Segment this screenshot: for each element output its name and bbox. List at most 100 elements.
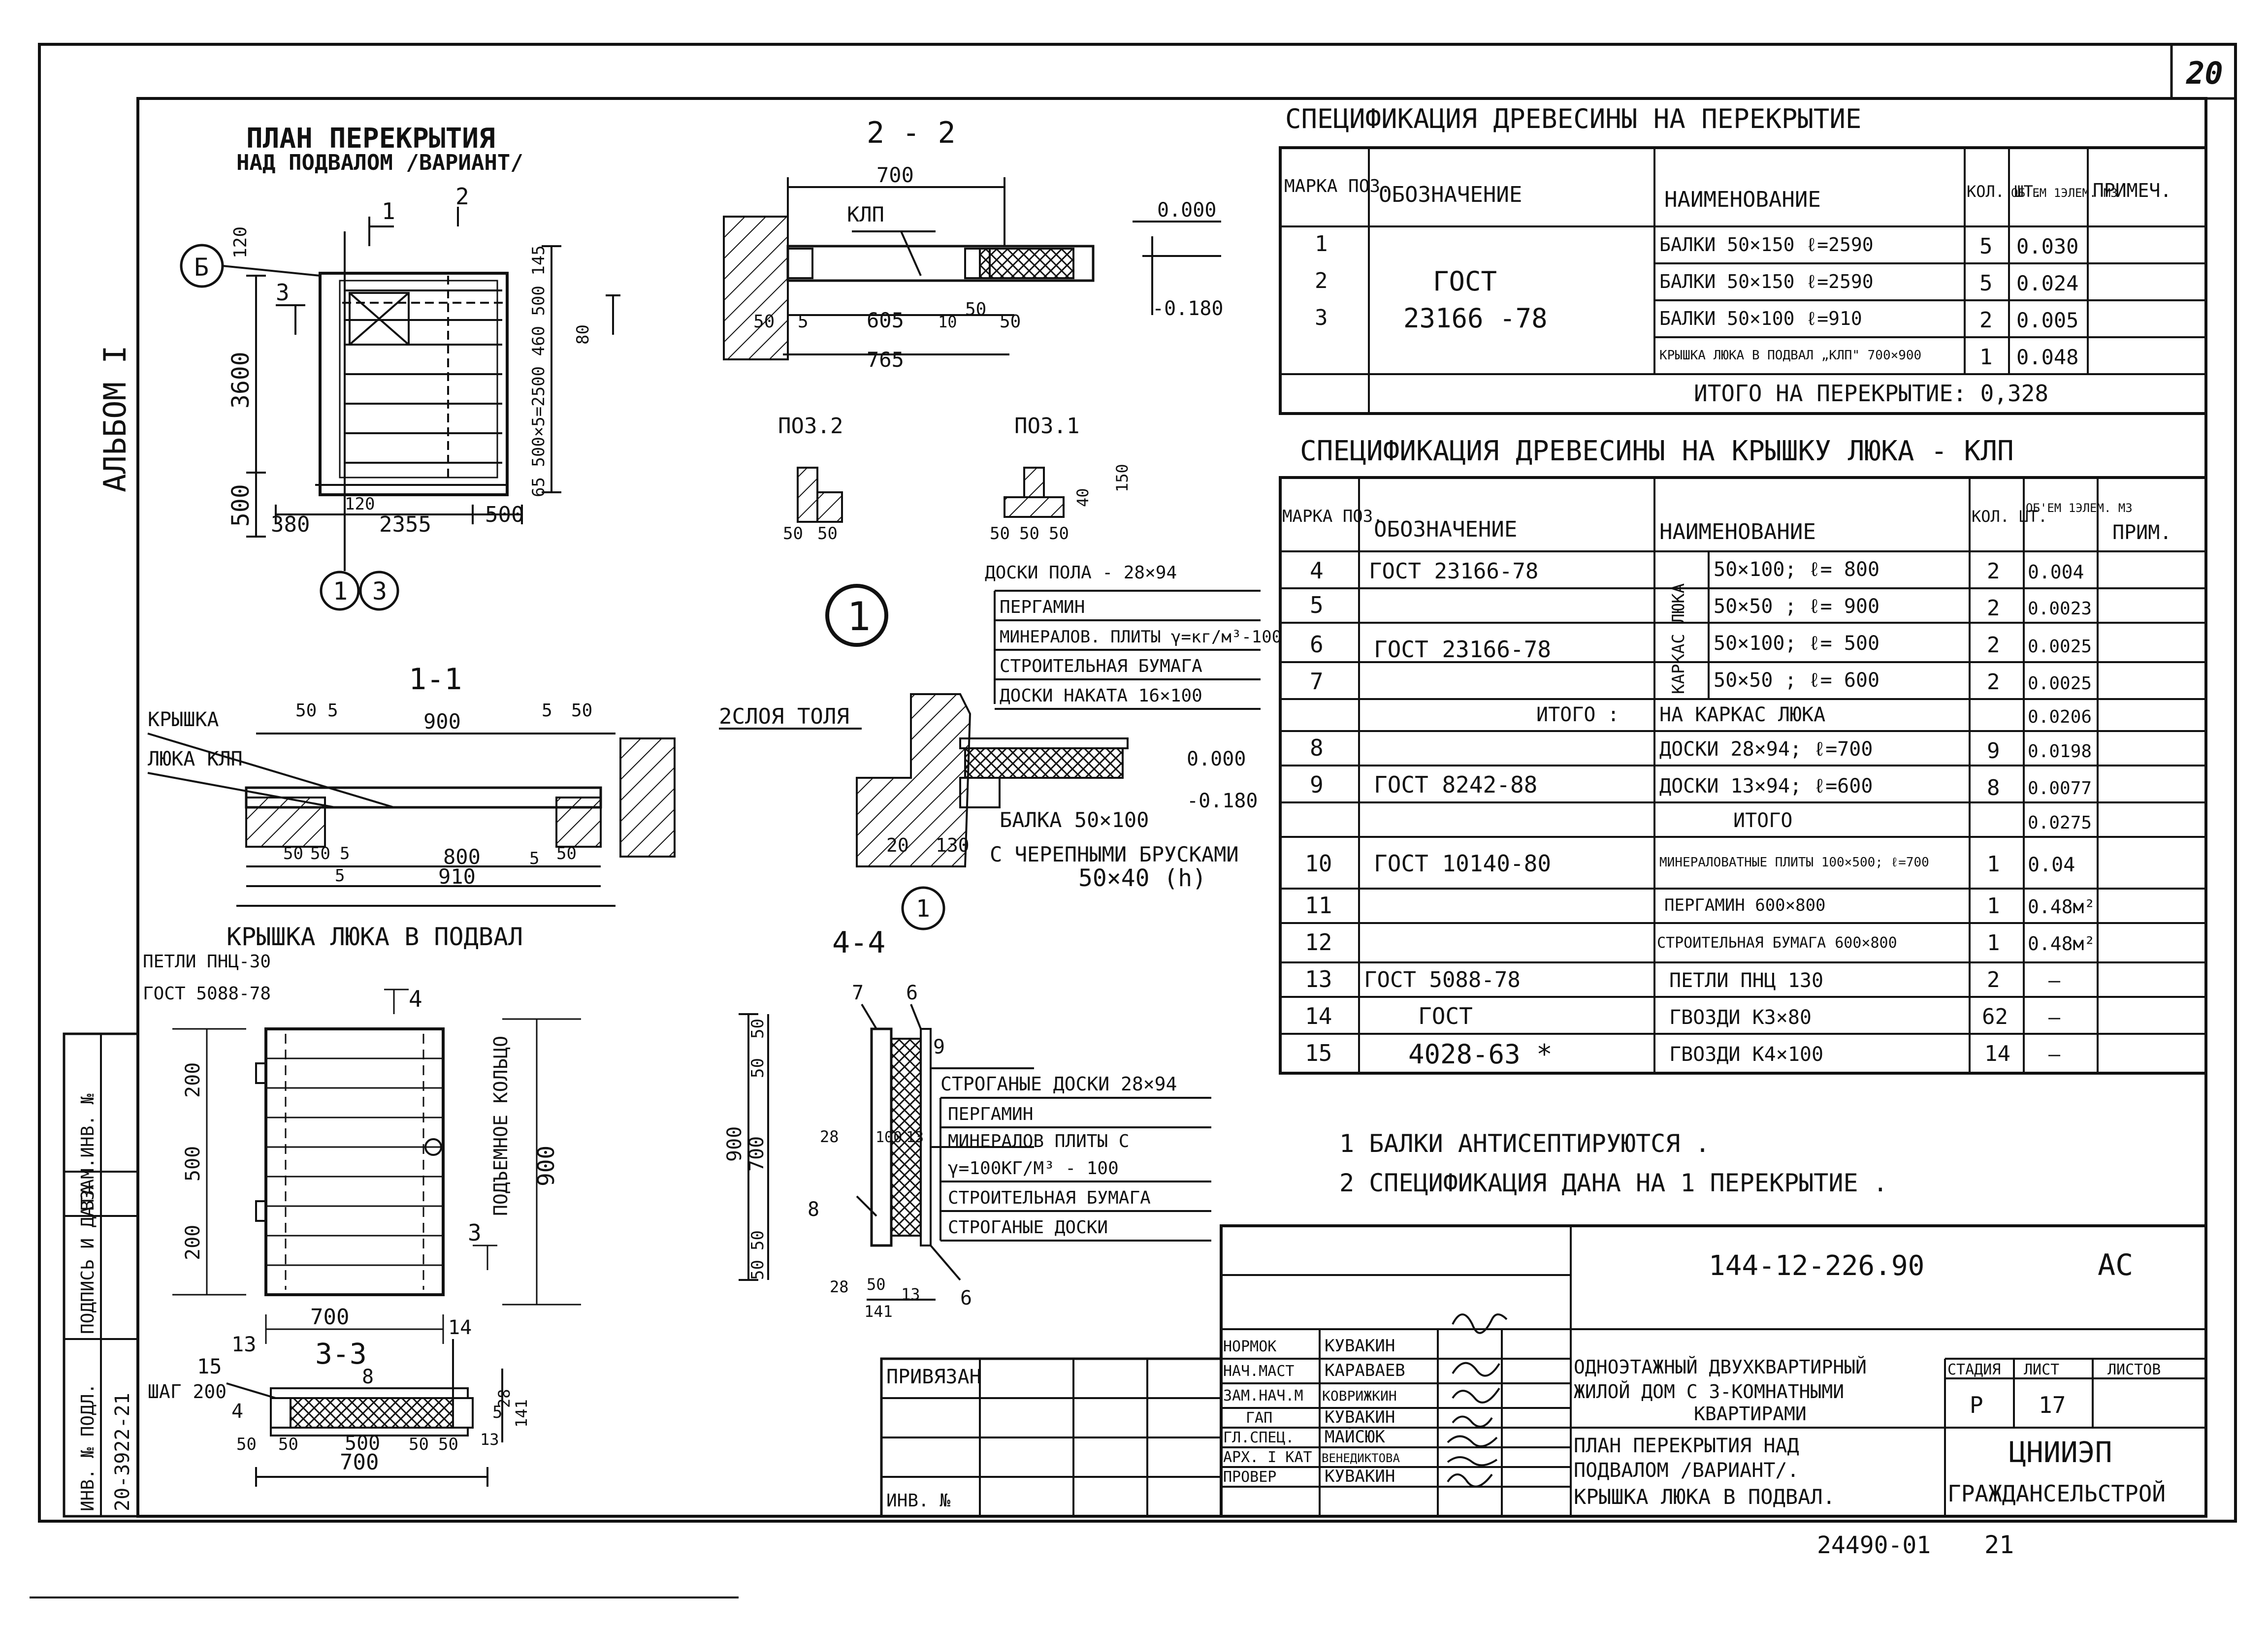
table-cell: ГВОЗДИ К4×100 bbox=[1669, 1043, 1823, 1066]
label: КРЫШКА bbox=[148, 708, 219, 731]
dim-text: 200 bbox=[182, 1225, 204, 1260]
person-name: КОВРИЖКИН bbox=[1322, 1388, 1397, 1404]
table-cell: 8 bbox=[1310, 734, 1324, 761]
level-mark: -0.180 bbox=[1152, 297, 1224, 320]
dim-text: 900 bbox=[423, 709, 461, 734]
table-cell: 1 bbox=[1315, 231, 1328, 256]
table-cell: 2 bbox=[1987, 559, 2000, 584]
axis-label: 1 bbox=[916, 895, 930, 923]
album-label: АЛЬБОМ I bbox=[97, 345, 133, 492]
table-cell: 1 bbox=[1979, 345, 1993, 370]
hatch-cover-plan: КРЫШКА ЛЮКА В ПОДВАЛ ПЕТЛИ ПНЦ-30 ГОСТ 5… bbox=[143, 923, 581, 1344]
dim-text: 500 bbox=[485, 502, 524, 527]
cut-marker: 3 bbox=[468, 1219, 482, 1246]
dim-text: 700 bbox=[310, 1305, 349, 1330]
table-cell: 2 bbox=[1315, 268, 1328, 293]
sheet-number: 20 bbox=[2186, 55, 2223, 91]
beam-label: БАЛКА 50×100 bbox=[1000, 808, 1149, 832]
dim-text: 10 bbox=[938, 313, 957, 331]
dim-text: 50 bbox=[310, 844, 330, 863]
table-cell: 0.005 bbox=[2016, 308, 2078, 332]
role-label: ГАП bbox=[1246, 1409, 1272, 1427]
table-cell: 1 bbox=[1987, 852, 2000, 877]
layer-label: ПЕРГАМИН bbox=[1000, 597, 1085, 617]
project-name: КВАРТИРАМИ bbox=[1694, 1403, 1807, 1425]
node-1-detail: 1 ДОСКИ ПОЛА - 28×94 ПЕРГАМИН МИНЕРАЛОВ.… bbox=[719, 563, 1282, 930]
role-label: НАЧ.МАСТ bbox=[1223, 1363, 1295, 1380]
layer-label: ДОСКИ ПОЛА - 28×94 bbox=[985, 563, 1177, 583]
inv-label: ИНВ. № bbox=[886, 1491, 950, 1511]
table-cell: 2 bbox=[1987, 967, 2000, 992]
dim-text: 50 bbox=[965, 299, 986, 319]
pos-number: 6 bbox=[906, 982, 918, 1004]
dim-text: 700 bbox=[876, 163, 914, 187]
section-title: 2 - 2 bbox=[867, 116, 956, 150]
table-cell: ГОСТ 8242-88 bbox=[1374, 771, 1537, 798]
dim-text: 50 bbox=[409, 1435, 429, 1454]
pos-number: 4 bbox=[231, 1400, 243, 1423]
dim-text: 130 bbox=[936, 834, 970, 856]
dim-text: 5 bbox=[340, 844, 350, 863]
dim-text: 120 bbox=[230, 226, 251, 258]
person-name: ВЕНЕДИКТОВА bbox=[1322, 1451, 1400, 1465]
beam-label: 50×40 (h) bbox=[1078, 864, 1206, 892]
table-cell: ДОСКИ 28×94; ℓ=700 bbox=[1659, 738, 1873, 761]
project-name: ЖИЛОЙ ДОМ С 3-КОМНАТНЫМИ bbox=[1574, 1381, 1844, 1403]
pos-number: 8 bbox=[808, 1198, 819, 1221]
table-cell: 50×100; ℓ= 500 bbox=[1714, 632, 1879, 655]
dim-text: 50 bbox=[438, 1435, 458, 1454]
spec-table-floor: СПЕЦИФИКАЦИЯ ДРЕВЕСИНЫ НА ПЕРЕКРЫТИЕ МАР… bbox=[1279, 103, 2207, 415]
table-cell: 2 bbox=[1987, 633, 2000, 658]
dim-text: 500 bbox=[345, 1432, 380, 1455]
layer-label: ПЕРГАМИН bbox=[948, 1104, 1033, 1124]
side-stamp bbox=[63, 1032, 139, 1518]
note: 2 СПЕЦИФИКАЦИЯ ДАНА НА 1 ПЕРЕКРЫТИЕ . bbox=[1339, 1169, 1888, 1197]
axis-b-label: Б bbox=[194, 253, 209, 282]
table-cell: КРЫШКА ЛЮКА В ПОДВАЛ „КЛП" 700×900 bbox=[1659, 348, 1921, 363]
dim-text: 50 bbox=[1019, 524, 1039, 543]
sheets-header: ЛИСТОВ bbox=[2107, 1361, 2161, 1378]
dim-text: 13 bbox=[480, 1430, 499, 1449]
table-cell: 1 bbox=[1987, 894, 2000, 919]
table-cell: 0.0025 bbox=[2028, 673, 2092, 694]
person-name: КУВАКИН bbox=[1325, 1336, 1395, 1356]
table-cell: ГОСТ 5088-78 bbox=[1364, 967, 1521, 992]
dim-text: 5 bbox=[492, 1403, 502, 1422]
table-header: КОЛ. ШТ. bbox=[1972, 507, 2047, 526]
project-name: ОДНОЭТАЖНЫЙ ДВУХКВАРТИРНЫЙ bbox=[1574, 1356, 1867, 1378]
role-label: ЗАМ.НАЧ.М bbox=[1223, 1387, 1303, 1405]
side-stamp-code: 20-3922-21 bbox=[111, 1393, 134, 1511]
table-header: МАРКА ПОЗ. bbox=[1284, 176, 1391, 196]
sheet-title: КРЫШКА ЛЮКА В ПОДВАЛ. bbox=[1574, 1485, 1835, 1509]
layer-label: ДОСКИ НАКАТА 16×100 bbox=[1000, 686, 1202, 706]
doc-mark: АС bbox=[2098, 1248, 2133, 1282]
table-header: НАИМЕНОВАНИЕ bbox=[1664, 187, 1821, 212]
table-cell: 13 bbox=[1305, 966, 1332, 992]
table-cell: 0.0198 bbox=[2028, 741, 2092, 762]
layer-label: СТРОИТЕЛЬНАЯ БУМАГА bbox=[948, 1188, 1151, 1208]
dim-text: 5 bbox=[529, 849, 539, 868]
dim-text: 2355 bbox=[379, 512, 431, 537]
pos-number: 14 bbox=[448, 1316, 472, 1339]
dim-text: 50 bbox=[783, 524, 803, 543]
person-name: КУВАКИН bbox=[1325, 1467, 1395, 1486]
group-label: КАРКАС ЛЮКА bbox=[1669, 583, 1688, 694]
plan-subtitle: НАД ПОДВАЛОМ /ВАРИАНТ/ bbox=[236, 150, 523, 175]
table-cell: 3 bbox=[1315, 305, 1328, 330]
table-cell: ГВОЗДИ К3×80 bbox=[1669, 1006, 1812, 1029]
dim-text: 765 bbox=[867, 348, 904, 372]
dim-text: 20 bbox=[886, 834, 909, 856]
table-cell: 2 bbox=[1979, 308, 1993, 333]
dim-text: 80 bbox=[573, 324, 593, 345]
dim-text: 50 bbox=[817, 524, 838, 543]
table-cell: 0.0206 bbox=[2028, 707, 2092, 727]
table-cell: БАЛКИ 50×150 ℓ=2590 bbox=[1659, 271, 1874, 292]
dim-text: 50 bbox=[278, 1435, 298, 1454]
dim-text: 50 bbox=[753, 312, 775, 332]
table-header: НАИМЕНОВАНИЕ bbox=[1659, 519, 1816, 544]
archive-number: 24490-01 bbox=[1817, 1532, 1931, 1559]
dim-text: 50 bbox=[571, 701, 592, 721]
section-2-2: 2 - 2 700 КЛП 0.000 -0.180 50 5 605 10 5… bbox=[723, 116, 1224, 647]
dim-text: 900 bbox=[723, 1126, 746, 1162]
person-name: МАЙСЮК bbox=[1325, 1427, 1385, 1447]
